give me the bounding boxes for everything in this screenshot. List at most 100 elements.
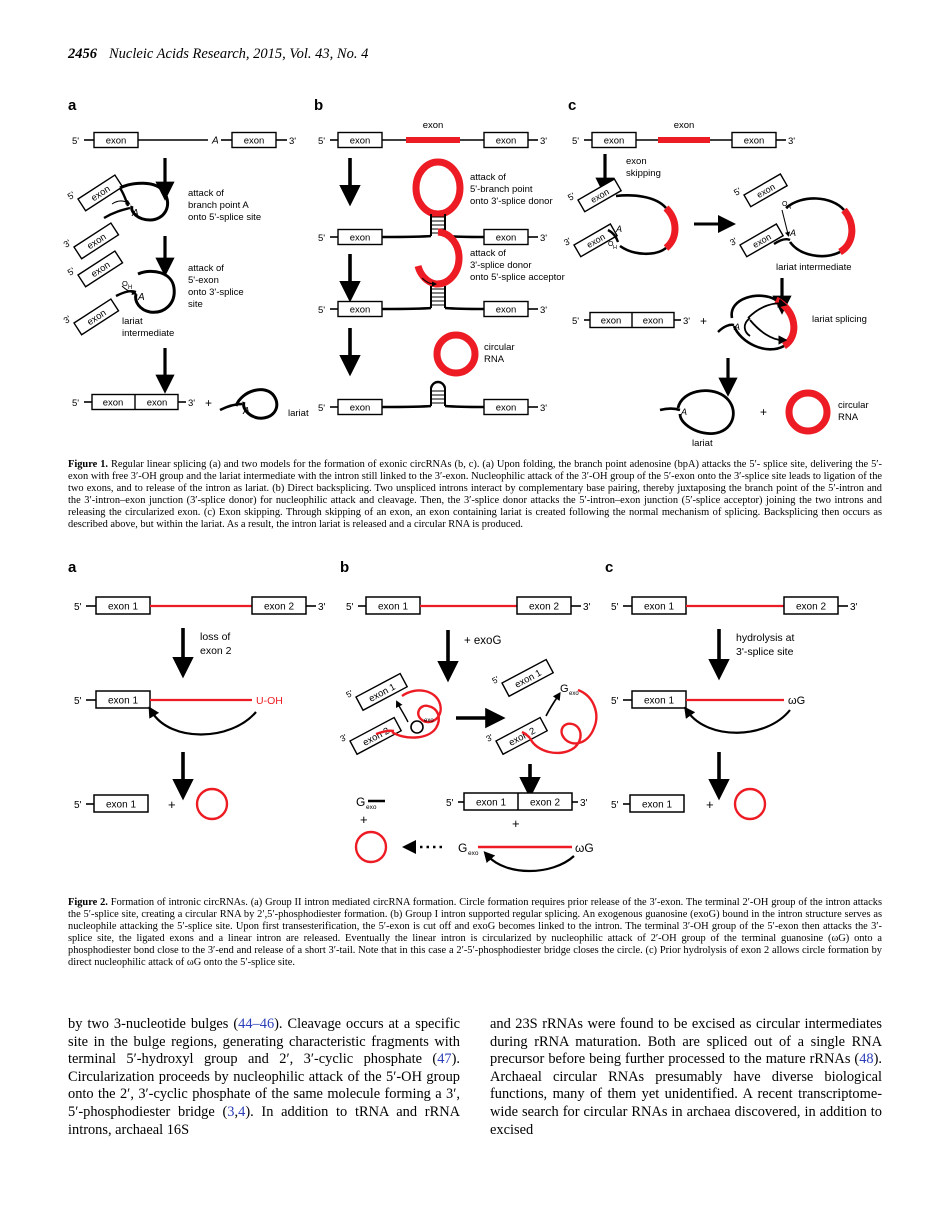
- svg-text:exon: exon: [103, 398, 124, 409]
- figure-2-caption-title: Figure 2.: [68, 897, 108, 908]
- svg-text:5': 5': [66, 265, 77, 277]
- fig2b-dashed-arrow: [402, 840, 442, 854]
- svg-text:exon: exon: [643, 316, 664, 327]
- fig1b-exon-label: exon: [423, 120, 444, 131]
- svg-text:5': 5': [566, 191, 577, 203]
- fig2c-circular-rna: [733, 787, 767, 821]
- svg-text:5': 5': [74, 696, 82, 707]
- svg-text:exon 1: exon 1: [108, 696, 138, 707]
- svg-text:exon 1: exon 1: [378, 602, 408, 613]
- svg-text:A: A: [680, 407, 687, 417]
- svg-text:+: +: [168, 797, 176, 812]
- svg-text:A: A: [242, 406, 250, 417]
- fig1b-note2-line1: attack of: [470, 248, 506, 259]
- svg-text:G: G: [356, 795, 365, 809]
- fig1b-circrna-line2: RNA: [484, 354, 505, 365]
- fig1b-note2-line3: onto 5'-splice acceptor: [470, 272, 565, 283]
- fig1b-circrna-line1: circular: [484, 342, 515, 353]
- figure-2-panel-b: 5' exon 1 exon 2 3' + exoG 5' exon 1 3': [338, 596, 598, 872]
- fig2c-step1-line2: 3'-splice site: [736, 646, 794, 658]
- svg-text:5': 5': [318, 136, 325, 147]
- svg-text:exon 1: exon 1: [106, 800, 136, 811]
- fig1a-lariat-intermediate-line2: intermediate: [122, 328, 174, 339]
- figure-2-panel-a: 5' exon 1 exon 2 3' loss of exon 2 5' ex…: [74, 596, 326, 821]
- fig2b-ligated-exons: 5' exon 1 exon 2 3' +: [446, 792, 588, 831]
- fig1c-skipping-line1: exon: [626, 156, 647, 167]
- fig1b-final: 5' 3': [318, 380, 547, 416]
- fig2c-step1-line1: hydrolysis at: [736, 632, 794, 644]
- svg-text:exon 1: exon 1: [108, 602, 138, 613]
- svg-text:3': 3': [188, 398, 195, 409]
- fig2b-exog-label: + exoG: [464, 635, 501, 647]
- fig1c-premrna: 5' exon 3': [572, 120, 795, 149]
- fig1b-note1-line1: attack of: [470, 172, 506, 183]
- fig2b-gexo-right: G: [560, 683, 569, 695]
- svg-text:5': 5': [611, 602, 619, 613]
- fig1b-paired-1: 5' 3': [318, 158, 547, 246]
- svg-text:5': 5': [346, 602, 354, 613]
- fig1b-note1-line3: onto 3'-splice donor: [470, 196, 553, 207]
- svg-text:5': 5': [66, 189, 77, 201]
- fig1b-paired-2: 5' 3': [318, 228, 547, 318]
- fig1a-note1-line2: branch point A: [188, 200, 249, 211]
- svg-text:3': 3': [62, 313, 73, 325]
- body-column-right: and 23S rRNAs were found to be excised a…: [490, 1016, 882, 1138]
- fig2a-u-oh-label: U-OH: [256, 695, 283, 707]
- fig1a-note2-line4: site: [188, 299, 203, 310]
- fig1a-note1-line1: attack of: [188, 188, 224, 199]
- figure-1-panel-b: 5' exon 3': [318, 120, 565, 416]
- figure-1-graphic: exon a b c 5' A 3' 5': [61, 97, 869, 449]
- svg-text:3': 3': [583, 602, 591, 613]
- fig1a-lariat-intermediate-line1: lariat: [122, 316, 143, 327]
- fig2c-products: 5' exon 1 +: [611, 787, 767, 821]
- fig1a-note2-line2: 5'-exon: [188, 275, 219, 286]
- figure-2-graphic: a b c 5' exon 1 exon 2 3' loss of exon 2…: [60, 556, 890, 872]
- svg-text:exon 2: exon 2: [530, 798, 560, 809]
- svg-text:3': 3': [62, 237, 73, 249]
- figure-1-caption: Figure 1. Regular linear splicing (a) an…: [68, 459, 882, 530]
- svg-text:3': 3': [540, 136, 547, 147]
- svg-text:exon 2: exon 2: [529, 602, 559, 613]
- fig1c-lariat-intermediate-label: lariat intermediate: [776, 262, 852, 273]
- svg-text:A: A: [789, 228, 796, 238]
- fig1c-lariat-label: lariat: [692, 438, 713, 449]
- svg-text:5': 5': [446, 798, 454, 809]
- fig2b-circular-rna: [354, 830, 388, 864]
- svg-text:3': 3': [683, 316, 690, 327]
- fig2b-gexo-right-sub: exo: [569, 691, 579, 697]
- fig1c-circular-rna: [785, 389, 831, 435]
- figure-1-panel-c-letter: c: [568, 97, 576, 114]
- fig1a-product: 5' exon exon 3' + A lariat: [72, 388, 309, 420]
- fig2a-step1-line1: loss of: [200, 631, 230, 643]
- page-folio: 2456: [68, 46, 97, 62]
- fig1a-note2-line3: onto 3'-splice: [188, 287, 244, 298]
- svg-text:H: H: [613, 245, 617, 251]
- fig2b-premrna: 5' exon 1 exon 2 3': [346, 596, 591, 615]
- svg-text:+: +: [205, 396, 212, 410]
- svg-text:O: O: [608, 241, 614, 248]
- svg-text:5': 5': [74, 800, 82, 811]
- fig2b-gexo-sub-left: exo: [424, 718, 434, 724]
- fig2a-premrna: 5' exon 1 exon 2 3': [74, 596, 326, 615]
- fig2b-gexo-bottom-sub: exo: [468, 850, 479, 857]
- fig1a-lariat-label: lariat: [288, 408, 309, 419]
- fig1b-note1-line2: 5'-branch point: [470, 184, 533, 195]
- fig2b-gexo-released: G exo: [356, 795, 385, 811]
- svg-text:A: A: [615, 224, 622, 234]
- svg-text:3': 3': [788, 136, 795, 147]
- figure-2-caption: Figure 2. Formation of intronic circRNAs…: [68, 897, 882, 968]
- fig2b-gexo-bottom: G: [458, 841, 467, 855]
- svg-text:5': 5': [572, 136, 579, 147]
- svg-text:A: A: [733, 322, 740, 332]
- fig1a-note2-line1: attack of: [188, 263, 224, 274]
- figure-2-panel-c: 5' exon 1 exon 2 3' hydrolysis at 3'-spl…: [611, 596, 858, 821]
- fig1c-circrna-line2: RNA: [838, 412, 859, 423]
- figure-2-panel-a-letter: a: [68, 559, 77, 576]
- svg-text:5': 5': [318, 233, 325, 244]
- fig2b-folded-left: 5' exon 1 3' exon 2 exo: [338, 672, 442, 756]
- figure-2-panel-b-letter: b: [340, 559, 349, 576]
- fig1c-lariat-splicing: 5' exon exon 3' + A: [572, 294, 798, 351]
